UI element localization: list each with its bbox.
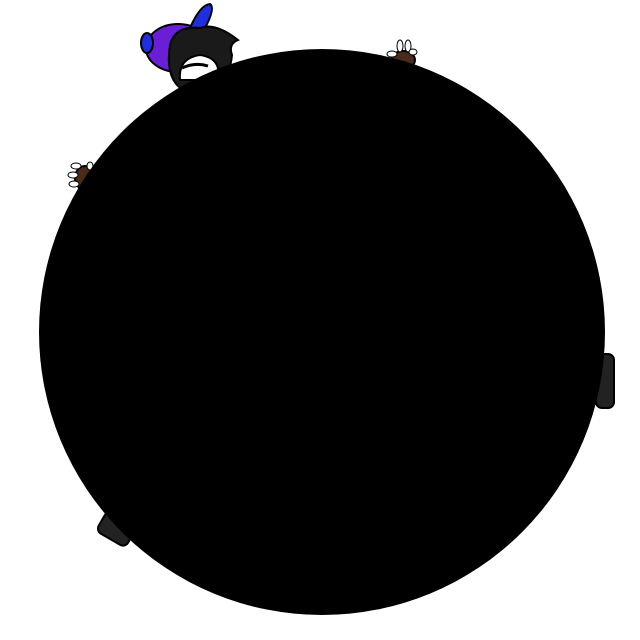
inflated-body bbox=[39, 49, 605, 615]
